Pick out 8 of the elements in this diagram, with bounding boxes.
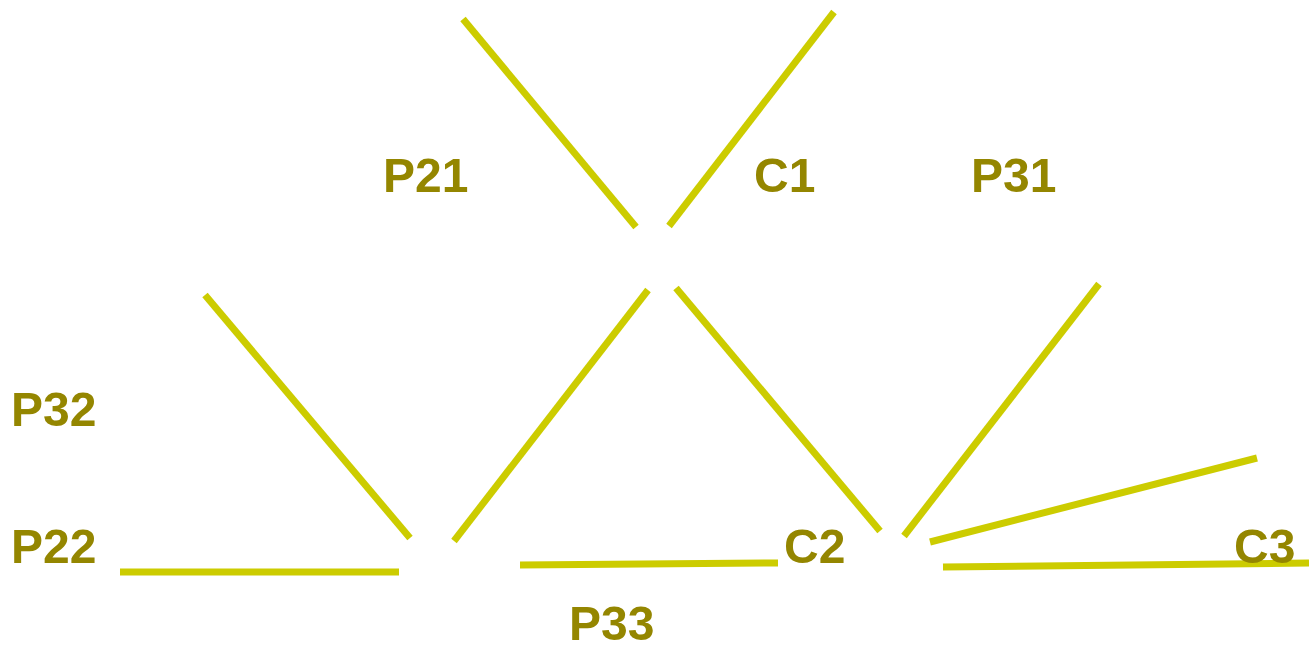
point-label: C2	[784, 523, 846, 571]
point-label: P21	[383, 152, 469, 200]
point-label: C1	[754, 152, 816, 200]
point-label: P33	[569, 600, 655, 648]
point-label: P22	[11, 523, 97, 571]
point-label: P31	[971, 152, 1057, 200]
point-label: P32	[11, 386, 97, 434]
point-label: C3	[1234, 523, 1296, 571]
